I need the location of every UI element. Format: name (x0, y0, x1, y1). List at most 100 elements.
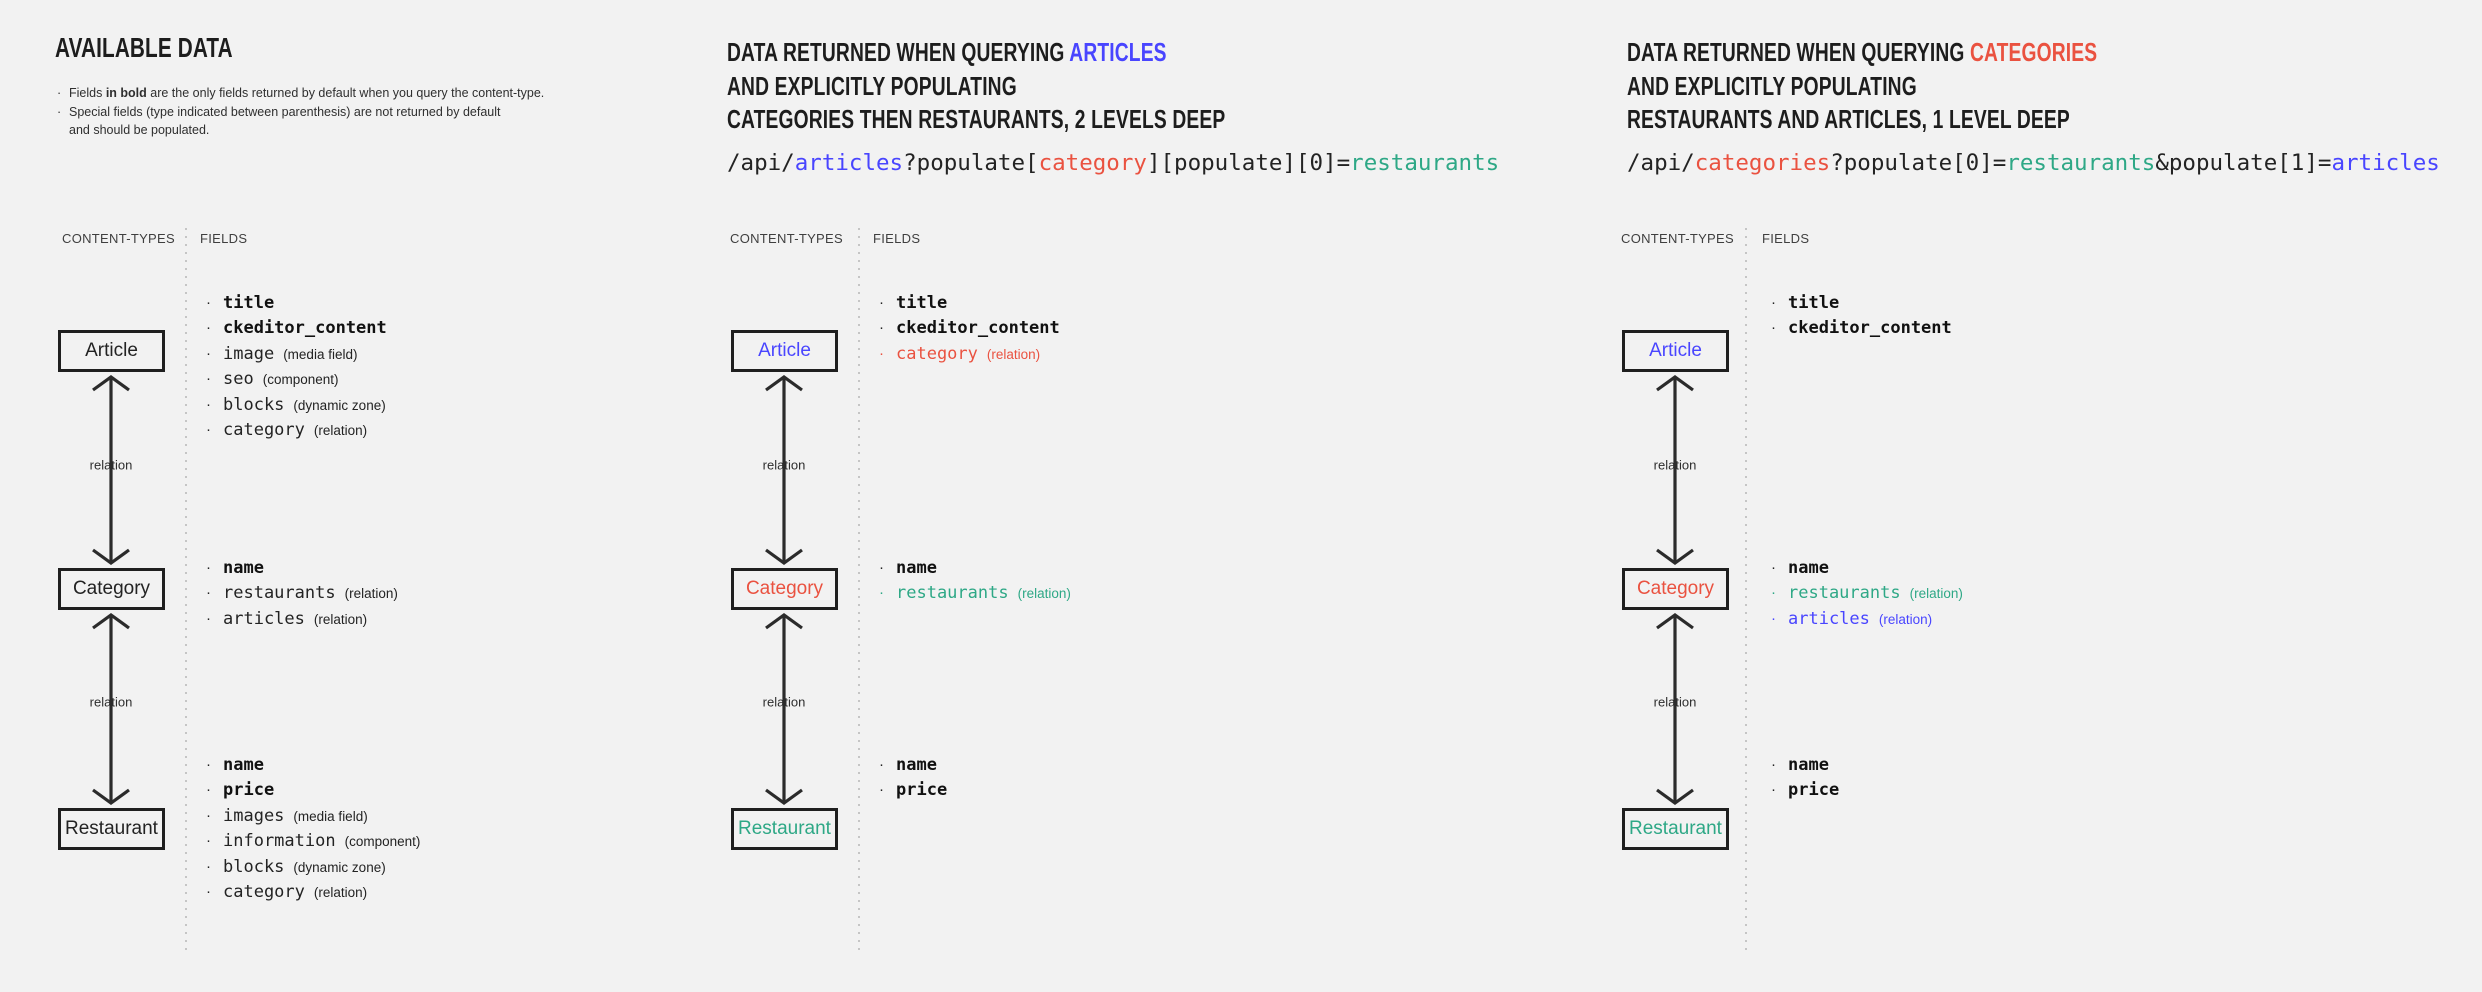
field-type: (dynamic zone) (293, 859, 386, 875)
fields-label: FIELDS (873, 231, 921, 246)
relation-label: relation (762, 457, 806, 473)
field-type: (media field) (293, 808, 368, 824)
content-types-label: CONTENT-TYPES (62, 231, 175, 246)
field-item: ckeditor_content (878, 316, 1069, 341)
code-segment: ][populate][0]= (1146, 150, 1351, 176)
heading-line: RESTAURANTS AND ARTICLES, 1 LEVEL DEEP (1627, 104, 2070, 134)
field-item: title (878, 291, 1069, 316)
field-item: information (component) (205, 829, 420, 854)
relation-label: relation (1653, 694, 1697, 710)
field-name: title (223, 293, 275, 313)
field-item: seo (component) (205, 367, 396, 392)
field-type: (relation) (344, 586, 398, 602)
code-segment: /api/ (1627, 150, 1695, 176)
code-segment: restaurants (2006, 150, 2156, 176)
field-type: (relation) (1909, 586, 1963, 602)
field-name: articles (223, 608, 305, 629)
field-name: seo (223, 369, 254, 390)
field-item: name (1770, 753, 1848, 778)
field-name: articles (1788, 608, 1870, 629)
field-list-category: name restaurants(relation) articles(rela… (1770, 556, 1963, 632)
code-segment: restaurants (1350, 150, 1500, 176)
field-item: blocks (dynamic zone) (205, 393, 396, 418)
field-name: name (1788, 558, 1829, 578)
field-item: category(relation) (205, 418, 396, 443)
field-item: blocks (dynamic zone) (205, 855, 420, 880)
fields-label: FIELDS (200, 231, 248, 246)
field-type: (relation) (313, 885, 368, 901)
field-type: (dynamic zone) (293, 397, 386, 413)
field-name: name (896, 755, 937, 775)
heading-highlight: ARTICLES (1069, 37, 1167, 67)
field-name: title (1788, 293, 1840, 313)
field-list-category: name restaurants(relation) (878, 556, 1071, 607)
field-type: (relation) (313, 611, 368, 627)
field-name: name (223, 558, 264, 578)
field-name: title (896, 293, 948, 313)
field-item: ckeditor_content (1770, 316, 1961, 341)
field-item: name (1770, 556, 1963, 581)
field-type: (component) (344, 834, 421, 850)
relation-arrow (1653, 374, 1697, 566)
field-item: articles(relation) (1770, 607, 1963, 632)
restaurant-box: Restaurant (1622, 808, 1729, 850)
field-name: price (896, 780, 948, 801)
code-segment: categories (1694, 150, 1831, 176)
field-name: name (1788, 755, 1829, 775)
code-segment: ?populate[0]= (1830, 150, 2007, 176)
query-articles-heading: DATA RETURNED WHEN QUERYING ARTICLES AND… (727, 36, 1225, 137)
field-name: images (223, 805, 285, 826)
relation-label: relation (89, 457, 133, 473)
relation-label: relation (89, 694, 133, 710)
restaurant-box: Restaurant (58, 808, 165, 850)
field-name: information (223, 831, 336, 852)
code-segment: &populate[1]= (2155, 150, 2332, 176)
field-type: (media field) (283, 346, 358, 362)
field-name: ckeditor_content (896, 318, 1060, 339)
field-type: (relation) (1017, 586, 1071, 602)
field-list-restaurant: name price (878, 753, 956, 804)
content-types-label: CONTENT-TYPES (1621, 231, 1734, 246)
restaurant-box-label: Restaurant (1629, 818, 1722, 839)
field-item: articles (relation) (205, 607, 398, 632)
field-item: category(relation) (205, 880, 420, 905)
available-data-title: AVAILABLE DATA (55, 32, 233, 63)
code-segment: articles (2331, 150, 2440, 176)
relation-arrow (762, 612, 806, 806)
field-name: blocks (223, 394, 285, 415)
field-name: ckeditor_content (1788, 318, 1952, 339)
available-data-notes: Fields in bold are the only fields retur… (57, 84, 544, 140)
field-item: name (205, 753, 420, 778)
relation-arrow (89, 374, 133, 566)
code-segment: ?populate[ (903, 150, 1039, 176)
api-query-url: /api/articles?populate[category][populat… (727, 150, 1499, 176)
article-box: Article (58, 330, 165, 372)
field-name: category (896, 343, 978, 364)
restaurant-box-label: Restaurant (738, 818, 831, 839)
field-item: restaurants(relation) (878, 581, 1071, 606)
field-type: (component) (262, 372, 339, 388)
heading-line: AND EXPLICITLY POPULATING (1627, 70, 1917, 101)
field-item: price (878, 778, 956, 803)
article-box-label: Article (1649, 340, 1702, 361)
relation-arrow (89, 612, 133, 806)
relation-arrow (762, 374, 806, 566)
field-name: ckeditor_content (223, 318, 387, 339)
field-name: image (223, 343, 275, 364)
field-item: title (1770, 291, 1961, 316)
restaurant-box-label: Restaurant (65, 818, 158, 839)
field-item: price (205, 778, 420, 803)
field-item: category(relation) (878, 342, 1069, 367)
content-types-label: CONTENT-TYPES (730, 231, 843, 246)
query-categories-heading: DATA RETURNED WHEN QUERYING CATEGORIES A… (1627, 36, 2097, 137)
heading-line: AND EXPLICITLY POPULATING (727, 70, 1017, 101)
field-item: restaurants(relation) (1770, 581, 1963, 606)
field-item: title (205, 291, 396, 316)
field-item: name (878, 753, 956, 778)
category-box: Category (731, 568, 838, 610)
field-item: ckeditor_content (205, 316, 396, 341)
field-item: name (878, 556, 1071, 581)
field-name: blocks (223, 856, 285, 877)
field-name: category (223, 420, 305, 441)
field-list-article: title ckeditor_content image (media field… (205, 291, 396, 443)
